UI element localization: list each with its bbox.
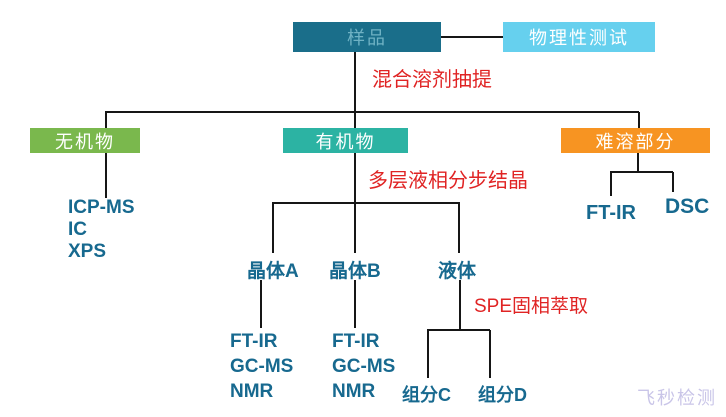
method-dsc-insoluble: DSC [665, 195, 710, 218]
node-inorganic: 无机物 [30, 128, 140, 153]
node-crystal-b: 晶体B [329, 261, 381, 282]
node-organic: 有机物 [283, 128, 408, 153]
node-insoluble: 难溶部分 [561, 128, 710, 153]
method-item: GC-MS [332, 356, 396, 377]
connector-line [459, 280, 461, 330]
connector-line [105, 153, 107, 198]
method-item: GC-MS [230, 356, 294, 377]
connector-line [105, 111, 639, 113]
connector-line [672, 172, 674, 192]
connector-line [105, 112, 107, 128]
method-item: FT-IR [230, 331, 278, 352]
label-solvent-extraction: 混合溶剂抽提 [372, 69, 492, 91]
node-liquid: 液体 [438, 261, 477, 282]
connector-line [354, 112, 356, 128]
node-crystal-a: 晶体A [247, 261, 299, 282]
connector-line [638, 112, 640, 128]
method-ftir-insoluble: FT-IR [586, 202, 636, 224]
connector-line [427, 330, 429, 378]
method-item: FT-IR [332, 331, 380, 352]
watermark: 飞秒检测 [637, 388, 717, 408]
connector-line [610, 171, 673, 173]
connector-line [427, 329, 490, 331]
node-sample: 样品 [293, 22, 441, 52]
connector-line [272, 203, 274, 253]
node-fraction-d: 组分D [478, 385, 527, 405]
connector-line [354, 52, 356, 112]
connector-line [260, 280, 262, 328]
method-list-crystal-b: FT-IR GC-MS NMR [332, 329, 395, 404]
method-list-inorganic: ICP-MS IC XPS [68, 197, 135, 263]
method-item: ICP-MS [68, 197, 135, 218]
connector-line [458, 203, 460, 253]
label-stepwise-crystallization: 多层液相分步结晶 [368, 170, 528, 192]
connector-line [610, 172, 612, 196]
connector-line [272, 202, 460, 204]
label-spe-extraction: SPE固相萃取 [474, 296, 589, 317]
connector-line [441, 36, 503, 38]
node-physical-test: 物理性测试 [503, 22, 655, 52]
connector-line [637, 153, 639, 172]
node-fraction-c: 组分C [402, 385, 451, 405]
method-list-crystal-a: FT-IR GC-MS NMR [230, 329, 293, 404]
connector-line [489, 330, 491, 378]
method-item: IC [68, 219, 87, 240]
connector-line [354, 203, 356, 253]
connector-line [354, 153, 356, 203]
method-item: NMR [332, 381, 376, 402]
method-item: XPS [68, 241, 107, 262]
connector-line [354, 280, 356, 328]
method-item: NMR [230, 381, 274, 402]
